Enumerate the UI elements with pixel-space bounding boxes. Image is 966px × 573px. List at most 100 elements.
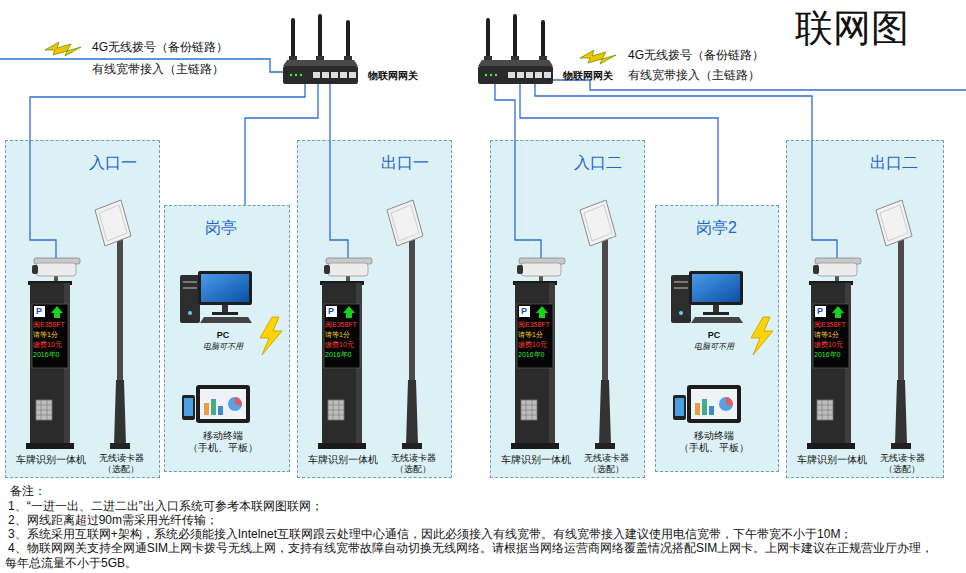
led-text: 2016年0 <box>325 350 351 359</box>
text-holder: 请等1分 <box>814 330 839 339</box>
device-wire <box>330 140 348 259</box>
zone-box: 入口一车牌识别一体机无线读卡器 （选配） <box>5 140 160 478</box>
parking-sign: P <box>817 306 823 317</box>
text-holder: 无线读卡器 （选配） <box>875 453 929 475</box>
network-cable <box>329 84 330 140</box>
text-holder: 车牌识别一体机 <box>501 454 571 466</box>
note-line: 2、网线距离超过90m需采用光纤传输； <box>8 513 218 527</box>
text-holder: 移动终端 （手机、平板） <box>184 430 262 454</box>
text-holder: 无线读卡器 （选配） <box>94 453 148 475</box>
text-holder: 缴费10元 <box>518 340 547 349</box>
text-holder: 2016年0 <box>325 350 351 359</box>
device-wire <box>812 140 837 259</box>
booth-equipment <box>671 271 773 423</box>
text-holder: P <box>817 306 823 317</box>
led-text: 闽E358FT <box>518 320 550 329</box>
led-text: 缴费10元 <box>325 340 354 349</box>
link-label: 有线宽带接入（主链路） <box>628 68 760 82</box>
text-holder: 岗亭 <box>205 218 237 237</box>
text-holder: 2016年0 <box>33 350 59 359</box>
zone-title: 出口一 <box>381 153 429 172</box>
text-holder: 1、“一进一出、二进二出”出入口系统可参考本联网图联网； <box>8 499 323 513</box>
device-caption: 车牌识别一体机 <box>797 454 867 466</box>
router-icon <box>478 14 553 84</box>
text-holder: 出口二 <box>870 153 918 172</box>
gate-equipment <box>318 200 423 449</box>
text-holder: PC <box>708 330 721 341</box>
device-caption: 无线读卡器 （选配） <box>94 453 148 475</box>
led-text: 闽E358FT <box>33 320 65 329</box>
text-holder: 4G无线拨号（备份链路） <box>92 40 228 54</box>
text-holder: PC <box>217 330 230 341</box>
network-cable <box>535 84 812 140</box>
text-holder: 移动终端 （手机、平板） <box>675 430 753 454</box>
device-wire <box>515 140 541 259</box>
led-text: 缴费10元 <box>814 340 843 349</box>
text-holder: 请等1分 <box>325 330 350 339</box>
device-caption: 无线读卡器 （选配） <box>579 453 633 475</box>
network-cable <box>245 84 318 205</box>
zone-box: 出口二车牌识别一体机无线读卡器 （选配） <box>786 140 944 478</box>
device-wire <box>30 140 56 259</box>
device-caption: 车牌识别一体机 <box>501 454 571 466</box>
zone-title: 岗亭 <box>205 218 237 237</box>
network-cable <box>30 84 305 140</box>
text-holder: 有线宽带接入（主链路） <box>628 68 760 82</box>
wireless-bolt <box>580 50 616 64</box>
text-holder: 每年总流量不小于5GB。 <box>5 556 137 570</box>
device-note: 电脑可不用 <box>694 342 734 352</box>
link-label: 有线宽带接入（主链路） <box>92 62 224 76</box>
network-cable <box>520 84 718 205</box>
zone-fill <box>490 140 645 478</box>
text-holder: 备注： <box>10 484 46 498</box>
text-holder: 请等1分 <box>33 330 58 339</box>
text-holder: 岗亭2 <box>696 218 737 237</box>
parking-sign: P <box>521 306 527 317</box>
zone-fill <box>164 205 290 472</box>
text-holder: 2016年0 <box>814 350 840 359</box>
gate-equipment <box>26 200 131 449</box>
text-holder: 有线宽带接入（主链路） <box>92 62 224 76</box>
text-holder: 请等1分 <box>518 330 543 339</box>
text-holder: 2、网线距离超过90m需采用光纤传输； <box>8 513 218 527</box>
led-text: 请等1分 <box>33 330 58 339</box>
text-holder: P <box>328 306 334 317</box>
text-holder: 3、系统采用互联网+架构，系统必须能接入Intelnet互联网跟云处理中心通信，… <box>8 527 852 541</box>
device-caption: 车牌识别一体机 <box>16 454 86 466</box>
zone-title: 入口二 <box>574 153 622 172</box>
text-holder: 闽E358FT <box>325 320 357 329</box>
zone-box: 出口一车牌识别一体机无线读卡器 （选配） <box>297 140 452 478</box>
text-holder: 缴费10元 <box>325 340 354 349</box>
led-text: 请等1分 <box>325 330 350 339</box>
text-holder: 4G无线拨号（备份链路） <box>628 48 764 62</box>
parking-sign: P <box>36 306 42 317</box>
gateway-node: 物联网网关 <box>475 14 625 84</box>
note-line: 备注： <box>10 484 46 498</box>
zone-fill <box>786 140 944 478</box>
gate-equipment <box>807 200 912 449</box>
led-text: 闽E358FT <box>325 320 357 329</box>
text-holder: 车牌识别一体机 <box>308 454 378 466</box>
device-caption: 无线读卡器 （选配） <box>875 453 929 475</box>
led-text: 请等1分 <box>814 330 839 339</box>
text-holder: 无线读卡器 （选配） <box>386 453 440 475</box>
wireless-bolt <box>45 42 81 56</box>
text-holder: P <box>521 306 527 317</box>
text-holder: 电脑可不用 <box>694 342 734 352</box>
led-text: 缴费10元 <box>33 340 62 349</box>
booth-equipment <box>180 271 282 423</box>
router-icon <box>283 14 358 84</box>
text-holder: 电脑可不用 <box>203 342 243 352</box>
zone-title: 出口二 <box>870 153 918 172</box>
text-holder: P <box>36 306 42 317</box>
text-holder: 缴费10元 <box>33 340 62 349</box>
zone-title: 入口一 <box>89 153 137 172</box>
text-holder: 闽E358FT <box>518 320 550 329</box>
text-holder: 车牌识别一体机 <box>797 454 867 466</box>
device-note: 电脑可不用 <box>203 342 243 352</box>
zone-fill <box>655 205 779 472</box>
text-holder: 出口一 <box>381 153 429 172</box>
